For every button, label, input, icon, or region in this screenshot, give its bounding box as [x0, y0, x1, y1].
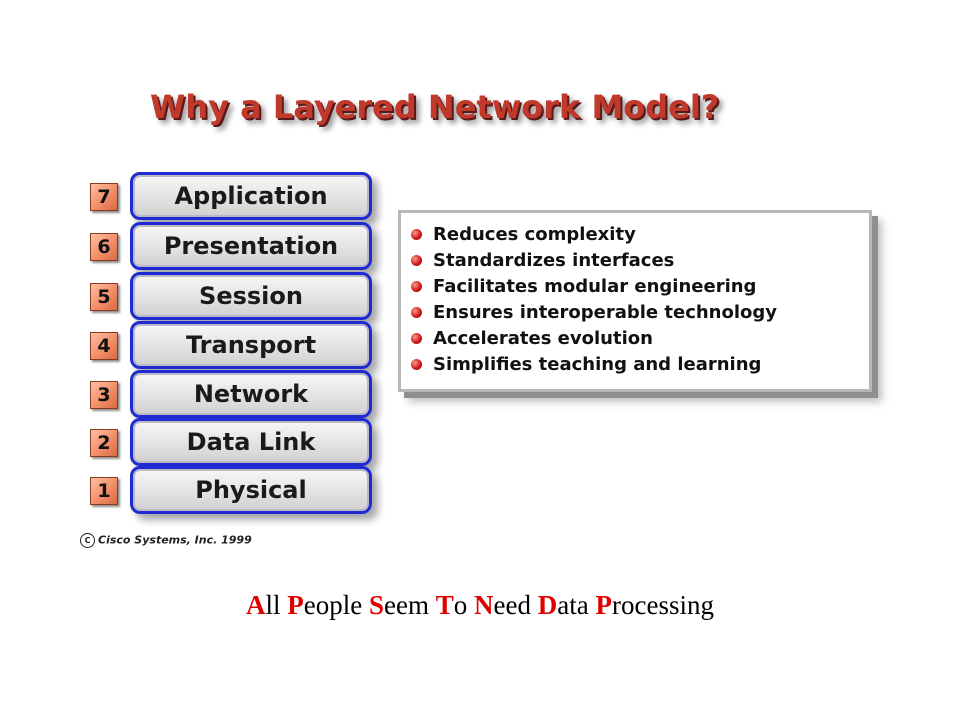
benefit-text: Accelerates evolution: [433, 328, 653, 349]
layer-row-5: 5 Session: [80, 272, 390, 320]
red-bullet-icon: [411, 255, 422, 266]
layer-row-6: 6 Presentation: [80, 222, 390, 270]
layer-box-transport: Transport: [130, 321, 372, 369]
red-bullet-icon: [411, 333, 422, 344]
layer-box-application: Application: [130, 172, 372, 220]
layer-row-3: 3 Network: [80, 370, 390, 418]
layer-row-7: 7 Application: [80, 172, 390, 220]
benefit-text: Facilitates modular engineering: [433, 276, 757, 297]
benefit-item: Facilitates modular engineering: [411, 275, 861, 299]
mnemonic-word: Seem: [369, 590, 430, 620]
red-bullet-icon: [411, 229, 422, 240]
layer-number-badge: 3: [90, 381, 118, 409]
benefit-text: Reduces complexity: [433, 224, 636, 245]
osi-mnemonic: All People Seem To Need Data Processing: [0, 590, 960, 621]
red-bullet-icon: [411, 307, 422, 318]
layer-number-badge: 7: [90, 183, 118, 211]
layer-box-network: Network: [130, 370, 372, 418]
layer-box-session: Session: [130, 272, 372, 320]
slide-title: Why a Layered Network Model?: [150, 88, 720, 126]
benefits-panel: Reduces complexity Standardizes interfac…: [398, 210, 872, 392]
red-bullet-icon: [411, 359, 422, 370]
mnemonic-word: Processing: [595, 590, 714, 620]
layer-box-data-link: Data Link: [130, 418, 372, 466]
layer-box-presentation: Presentation: [130, 222, 372, 270]
mnemonic-word: Need: [474, 590, 532, 620]
copyright-icon: C: [80, 533, 95, 548]
mnemonic-word: Data: [537, 590, 589, 620]
benefit-item: Simplifies teaching and learning: [411, 353, 861, 377]
mnemonic-word: People: [287, 590, 363, 620]
benefit-text: Simplifies teaching and learning: [433, 354, 762, 375]
layer-row-4: 4 Transport: [80, 321, 390, 369]
mnemonic-word: All: [246, 590, 281, 620]
layer-box-physical: Physical: [130, 466, 372, 514]
layer-number-badge: 1: [90, 477, 118, 505]
red-bullet-icon: [411, 281, 422, 292]
layer-number-badge: 5: [90, 283, 118, 311]
layer-number-badge: 2: [90, 429, 118, 457]
copyright-text: Cisco Systems, Inc. 1999: [98, 533, 252, 547]
layer-number-badge: 4: [90, 332, 118, 360]
benefit-item: Ensures interoperable technology: [411, 301, 861, 325]
benefit-text: Standardizes interfaces: [433, 250, 675, 271]
benefit-item: Accelerates evolution: [411, 327, 861, 351]
mnemonic-word: To: [435, 590, 468, 620]
benefit-item: Reduces complexity: [411, 223, 861, 247]
benefit-text: Ensures interoperable technology: [433, 302, 778, 323]
layer-row-2: 2 Data Link: [80, 418, 390, 466]
osi-layer-stack: 7 Application 6 Presentation 5 Session 4…: [80, 172, 390, 522]
layer-row-1: 1 Physical: [80, 466, 390, 514]
layer-number-badge: 6: [90, 233, 118, 261]
benefit-item: Standardizes interfaces: [411, 249, 861, 273]
